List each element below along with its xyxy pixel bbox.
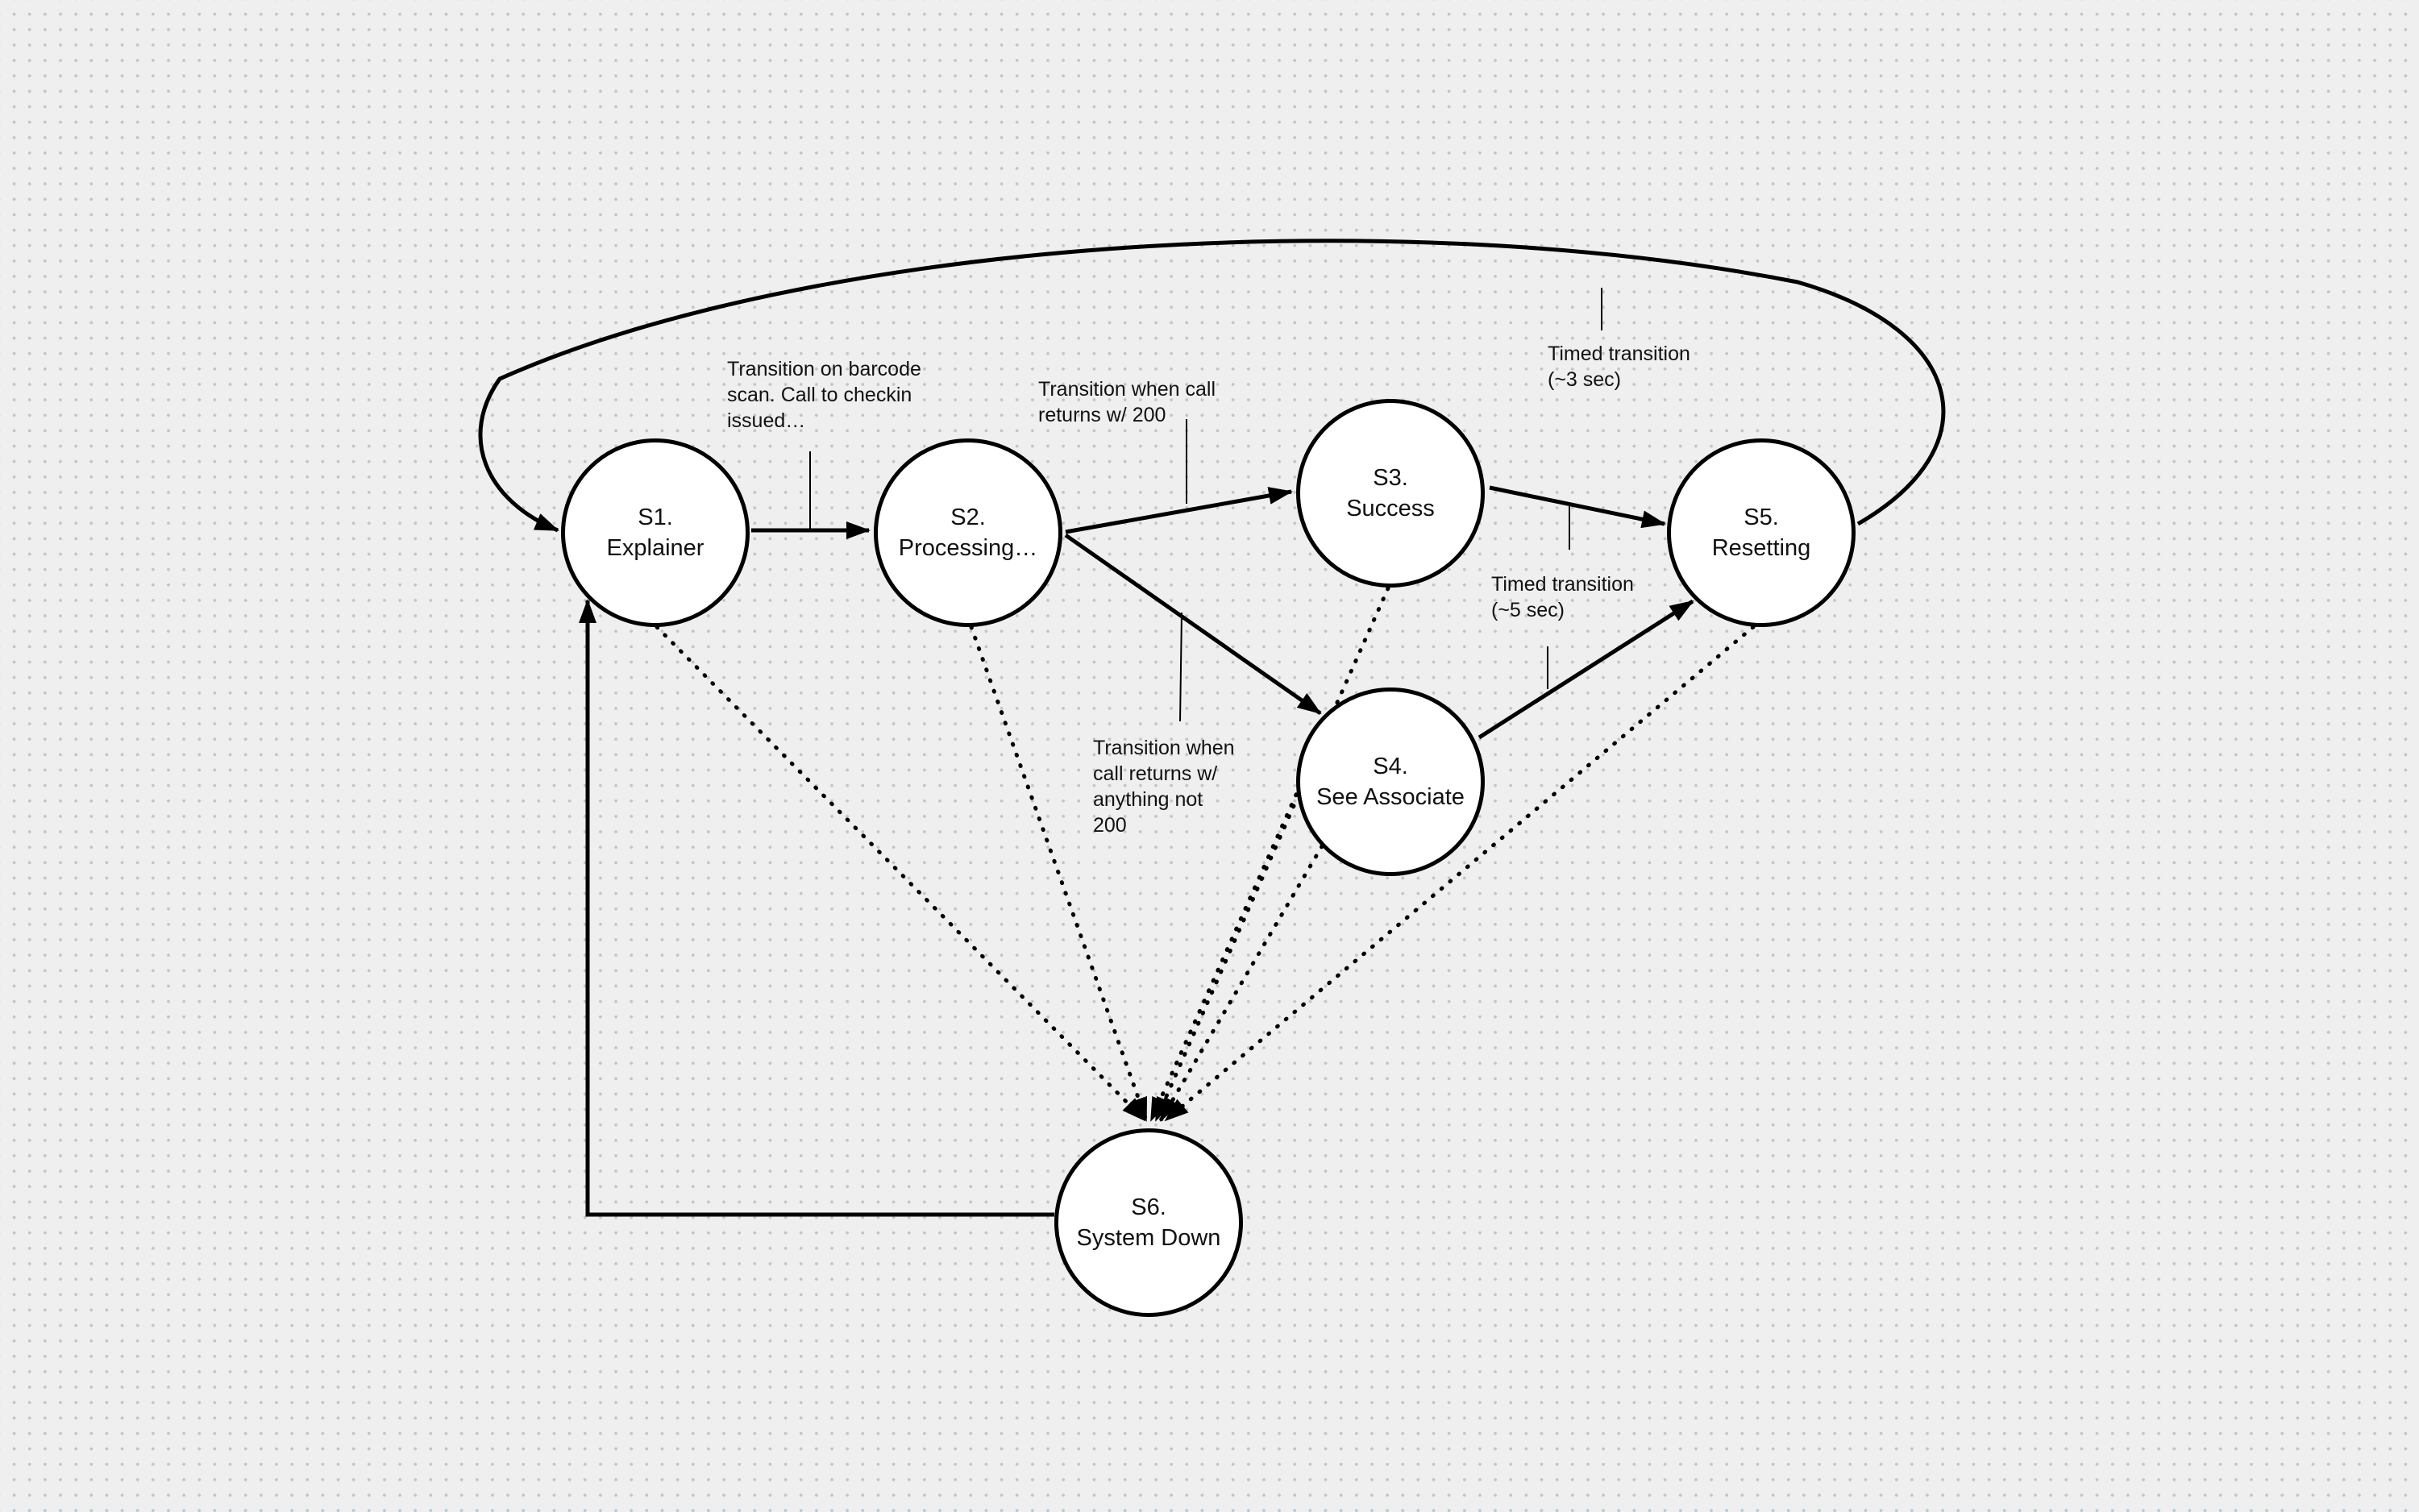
state-node-s5[interactable]: S5. Resetting [1667,438,1856,627]
edge-s5-s6 [1163,625,1756,1123]
annotation-timed-3sec: Timed transition (~3 sec) [1548,343,1690,391]
edge-s3-s6 [1149,586,1390,1123]
state-label: Success [1346,496,1435,521]
state-node-s6[interactable]: S6. System Down [1054,1128,1243,1317]
annotation-timed-5sec: Timed transition (~5 sec) [1491,573,1634,621]
edge-s4-s6-b [1158,844,1324,1123]
state-label: System Down [1076,1225,1221,1251]
state-id: S6. [1131,1194,1166,1220]
edge-s2-s4 [1064,533,1322,716]
edge-s5-s1-loop [478,239,1946,533]
state-node-s3[interactable]: S3. Success [1296,399,1485,588]
state-id: S3. [1373,465,1408,491]
leader-failure [1179,612,1182,722]
edge-s3-s5 [1489,485,1666,529]
edge-s1-s6 [655,625,1147,1123]
state-id: S4. [1373,754,1408,779]
annotation-success-200: Transition when call returns w/ 200 [1038,378,1216,426]
edge-s4-s5 [1478,599,1694,740]
annotation-barcode-scan: Transition on barcode scan. Call to chec… [727,358,921,432]
state-node-s2[interactable]: S2. Processing… [874,438,1062,627]
edge-s4-s6-a [1153,804,1296,1123]
edge-s6-s1 [579,599,1054,1217]
state-id: S5. [1744,505,1779,530]
annotation-failure-not-200: Transition when call returns w/ anything… [1093,737,1235,837]
state-label: Explainer [606,535,705,561]
state-label: Resetting [1711,535,1811,561]
state-label: See Associate [1316,784,1465,810]
edge-s2-s6 [969,625,1149,1123]
state-id: S1. [638,505,673,530]
state-label: Processing… [898,535,1038,561]
state-node-s1[interactable]: S1. Explainer [561,438,750,627]
state-node-s4[interactable]: S4. See Associate [1296,687,1485,876]
state-id: S2. [950,505,986,530]
edge-s2-s3 [1065,487,1293,534]
